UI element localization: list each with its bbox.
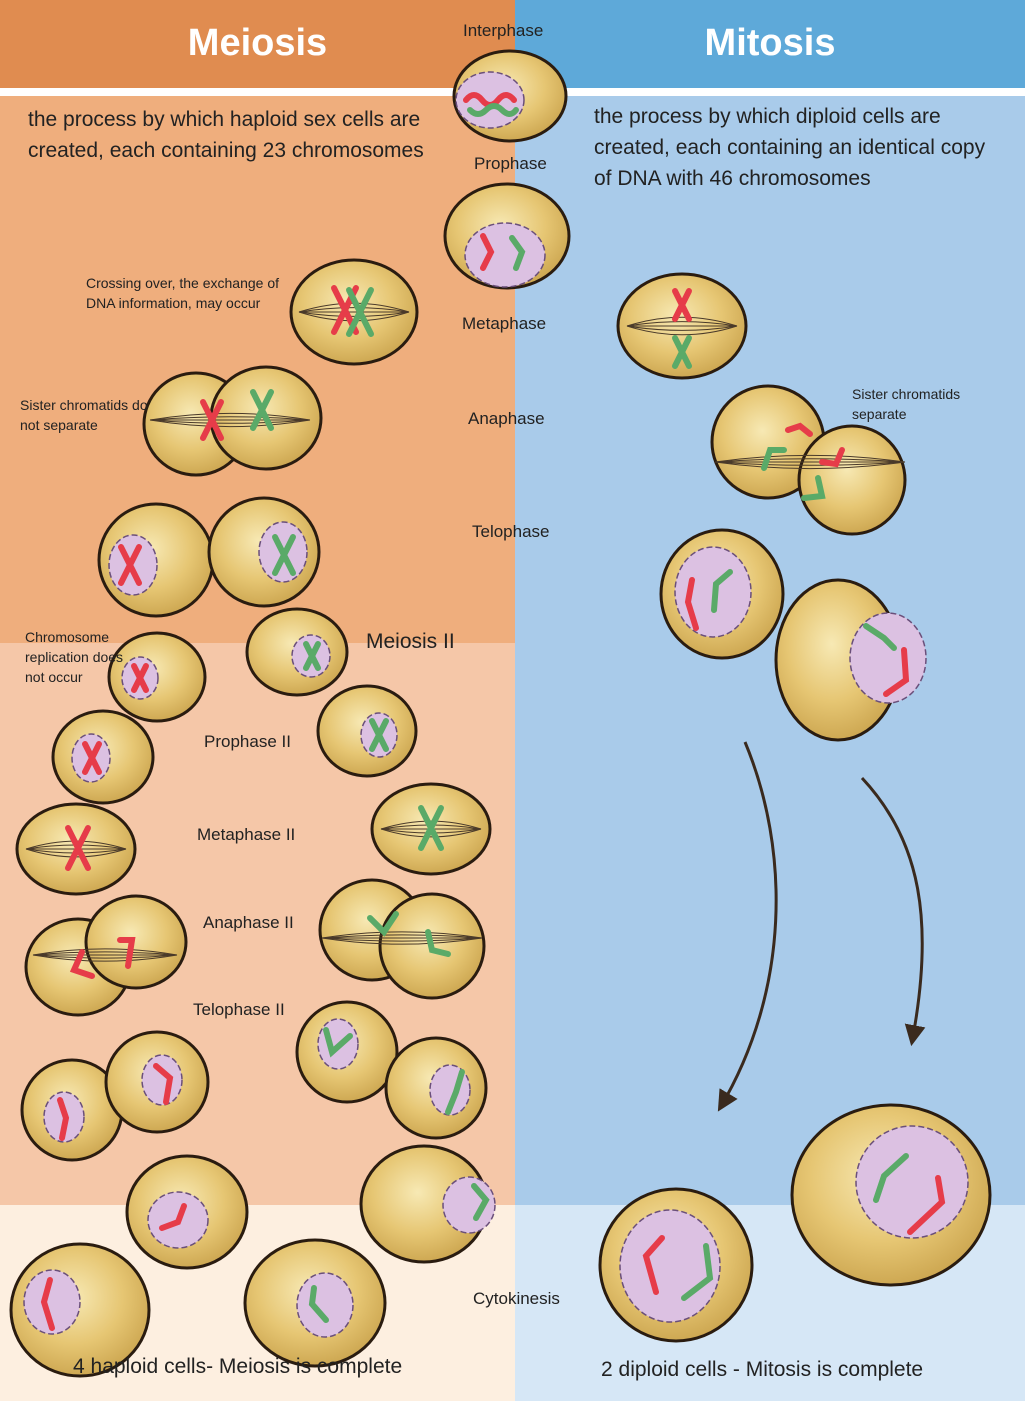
mitosis-anaphase-chromatid-red-1: [785, 422, 813, 437]
phase-label-telophase-ii: Telophase II: [193, 1000, 285, 1019]
phase-label-telophase: Telophase: [472, 522, 550, 541]
anaphase-ii-chromatid-left-2: [117, 937, 136, 969]
mitosis-metaphase-spindle: [626, 316, 738, 336]
note-meiosis-sister-chromatids: Sister chromatids do not separate: [20, 397, 148, 433]
mitosis-arrow-right: [860, 776, 926, 1047]
metaphase-ii-chromosome-left: [65, 825, 91, 871]
note-crossing-over: Crossing over, the exchange of DNA infor…: [86, 275, 280, 311]
telophase-ii-nucleus-left-b: [141, 1054, 183, 1106]
mitosis-arrow-left: [717, 741, 778, 1112]
phase-label-cytokinesis: Cytokinesis: [473, 1289, 560, 1308]
mitosis-anaphase-chromatid-green-2: [801, 475, 826, 501]
phase-label-prophase-ii: Prophase II: [204, 732, 291, 751]
metaphase-ii-chromosome-right: [418, 805, 444, 851]
prophase-chromosome-red: [480, 233, 495, 271]
diploid-chromosome-2b: [907, 1175, 946, 1235]
diploid-chromosome-1a: [642, 1235, 665, 1295]
telophase-ii-chromosome-left-a: [57, 1097, 70, 1141]
meiosis-ii-chromosome-b: [303, 641, 321, 671]
mitosis-telophase-chromosome-green-2: [863, 623, 897, 651]
meiosis-ii-chromosome-a: [131, 663, 149, 693]
haploid-chromosome-2: [471, 1183, 490, 1221]
mitosis-description: the process by which diploid cells are c…: [594, 105, 986, 190]
meiosis-header-bar: [0, 0, 515, 88]
note-mitosis-sister-chromatids: Sister chromatids separate: [852, 386, 961, 422]
meiosis-description: the process by which haploid sex cells a…: [28, 108, 424, 162]
haploid-chromosome-3: [40, 1277, 55, 1331]
mitosis-anaphase-chromatid-red-2: [819, 447, 845, 468]
mitosis-anaphase-chromatid-green-1: [761, 447, 787, 471]
anaphase-ii-spindle-right: [321, 931, 483, 945]
diploid-nucleus-1: [619, 1209, 721, 1323]
prophase-ii-chromosome-right: [369, 718, 389, 752]
anaphase-ii-chromatid-left-1: [69, 949, 95, 979]
telophase-ii-chromosome-right-a: [323, 1027, 353, 1058]
phase-label-interphase: Interphase: [463, 21, 544, 40]
meiosis-result: 4 haploid cells- Meiosis is complete: [73, 1355, 403, 1378]
mitosis-result: 2 diploid cells - Mitosis is complete: [601, 1358, 924, 1381]
meiosis-telophase-chromosome-green: [272, 534, 296, 576]
meiosis-ii-label: Meiosis II: [366, 630, 455, 653]
prophase-nucleus: [464, 222, 546, 288]
mitosis-panel: [515, 88, 1025, 1205]
telophase-ii-chromosome-right-b: [445, 1069, 465, 1115]
interphase-chromatin-green: [467, 103, 519, 117]
phase-label-metaphase: Metaphase: [462, 314, 547, 333]
mitosis-telophase-chromosome-red-1: [684, 577, 699, 631]
diploid-chromosome-2a: [873, 1153, 909, 1203]
meiosis-anaphase-chromosome-red: [200, 399, 224, 441]
anaphase-ii-chromatid-right-2: [425, 929, 451, 957]
note-chromosome-replication: Chromosome replication does not occur: [25, 629, 124, 685]
telophase-ii-chromosome-left-b: [153, 1063, 174, 1105]
haploid-nucleus-2: [442, 1176, 496, 1234]
haploid-nucleus-4: [296, 1272, 354, 1338]
anaphase-ii-spindle-left: [32, 948, 178, 962]
phase-label-anaphase-ii: Anaphase II: [203, 913, 294, 932]
prophase-chromosome-green: [509, 235, 526, 271]
meiosis-metaphase-chromosome-green: [346, 287, 374, 337]
mitosis-anaphase-spindle: [714, 454, 906, 470]
meiosis-telophase-chromosome-red: [118, 544, 142, 586]
mitosis-anaphase-cell-right: [797, 424, 907, 536]
mitosis-title: Mitosis: [704, 22, 836, 64]
anaphase-ii-chromatid-right-1: [367, 911, 399, 937]
prophase-ii-chromosome-left: [82, 741, 102, 775]
mitosis-telophase-chromosome-green-1: [711, 569, 733, 613]
mitosis-header-bar: [515, 0, 1025, 88]
haploid-chromosome-1: [159, 1203, 187, 1231]
meiosis-title: Meiosis: [187, 22, 328, 64]
anaphase-ii-cell-left-b: [84, 894, 188, 990]
phase-label-prophase: Prophase: [474, 154, 547, 173]
mitosis-telophase-chromosome-red-2: [883, 647, 910, 697]
meiosis-anaphase-chromosome-green: [250, 389, 274, 431]
haploid-nucleus-3: [23, 1269, 81, 1335]
mitosis-metaphase-chromosome-green: [672, 335, 692, 369]
diploid-nucleus-2: [855, 1125, 969, 1239]
mitosis-metaphase-chromosome-red: [672, 288, 692, 322]
phase-label-metaphase-ii: Metaphase II: [197, 825, 296, 844]
meiosis-anaphase-spindle: [149, 412, 311, 428]
haploid-chromosome-4: [308, 1285, 329, 1323]
phase-label-anaphase: Anaphase: [468, 409, 545, 428]
diploid-chromosome-1b: [681, 1243, 714, 1301]
